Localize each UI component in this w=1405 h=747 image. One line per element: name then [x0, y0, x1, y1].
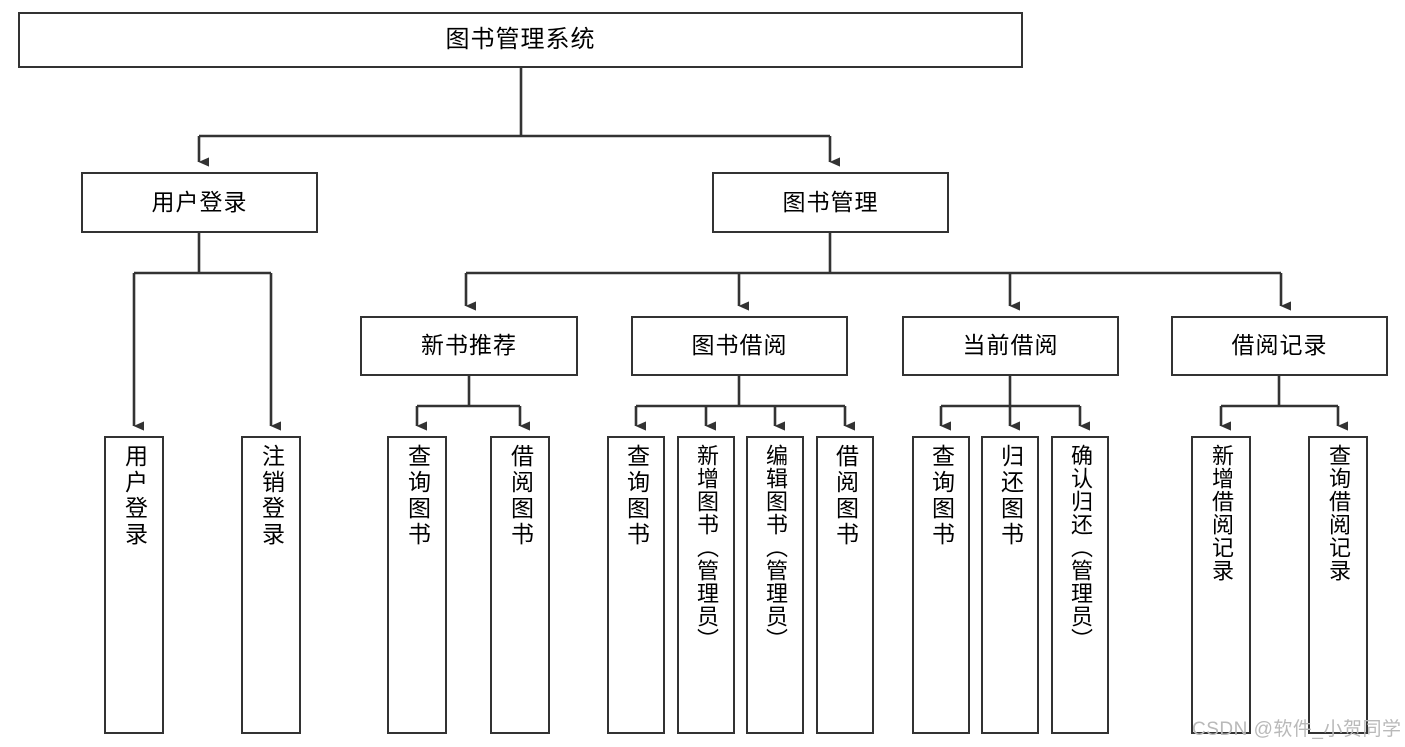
node-borrow-record[interactable]: 借阅记录 [1171, 316, 1388, 376]
node-leaf-add-book-admin[interactable]: 新增图书（管理员） [677, 436, 735, 734]
node-leaf-query-borrow-record[interactable]: 查询借阅记录 [1308, 436, 1368, 734]
node-leaf-return-book[interactable]: 归还图书 [981, 436, 1039, 734]
node-leaf-user-login[interactable]: 用户登录 [104, 436, 164, 734]
node-leaf-borrow-book-recommend[interactable]: 借阅图书 [490, 436, 550, 734]
node-leaf-query-borrow-record-label: 查询借阅记录 [1326, 444, 1351, 582]
node-leaf-add-borrow-record[interactable]: 新增借阅记录 [1191, 436, 1251, 734]
node-current-borrow-label: 当前借阅 [962, 332, 1059, 359]
node-current-borrow[interactable]: 当前借阅 [902, 316, 1119, 376]
node-new-book-recommend-label: 新书推荐 [421, 332, 517, 359]
node-leaf-borrow-book[interactable]: 借阅图书 [816, 436, 874, 734]
node-leaf-query-book-borrow-label: 查询图书 [623, 444, 650, 548]
node-leaf-user-login-label: 用户登录 [121, 444, 148, 548]
node-user-login-label: 用户登录 [151, 188, 248, 215]
node-leaf-confirm-return-admin-label: 确认归还（管理员） [1068, 444, 1093, 651]
node-book-management-label: 图书管理 [782, 188, 879, 215]
node-root-label: 图书管理系统 [445, 25, 596, 53]
node-new-book-recommend[interactable]: 新书推荐 [360, 316, 578, 376]
csdn-watermark-text: CSDN @软件_小贺同学 [1192, 719, 1402, 740]
node-book-borrow[interactable]: 图书借阅 [631, 316, 848, 376]
csdn-watermark: CSDN @软件_小贺同学 [1192, 714, 1401, 741]
node-leaf-logout[interactable]: 注销登录 [241, 436, 301, 734]
node-leaf-add-book-admin-label: 新增图书（管理员） [694, 444, 719, 651]
node-leaf-edit-book-admin[interactable]: 编辑图书（管理员） [746, 436, 804, 734]
node-leaf-edit-book-admin-label: 编辑图书（管理员） [763, 444, 788, 651]
node-leaf-return-book-label: 归还图书 [997, 444, 1024, 548]
node-leaf-query-book-borrow[interactable]: 查询图书 [607, 436, 665, 734]
node-leaf-query-book-current[interactable]: 查询图书 [912, 436, 970, 734]
node-leaf-query-book-recommend[interactable]: 查询图书 [387, 436, 447, 734]
node-book-borrow-label: 图书借阅 [691, 332, 788, 359]
node-leaf-borrow-book-recommend-label: 借阅图书 [507, 444, 534, 548]
node-leaf-query-book-recommend-label: 查询图书 [404, 444, 431, 548]
node-root-book-management-system[interactable]: 图书管理系统 [18, 12, 1023, 68]
node-borrow-record-label: 借阅记录 [1231, 332, 1328, 359]
node-book-management[interactable]: 图书管理 [712, 172, 949, 233]
node-user-login[interactable]: 用户登录 [81, 172, 318, 233]
node-leaf-logout-label: 注销登录 [258, 444, 285, 548]
node-leaf-query-book-current-label: 查询图书 [928, 444, 955, 548]
node-leaf-confirm-return-admin[interactable]: 确认归还（管理员） [1051, 436, 1109, 734]
node-leaf-add-borrow-record-label: 新增借阅记录 [1209, 444, 1234, 582]
node-leaf-borrow-book-label: 借阅图书 [832, 444, 859, 548]
